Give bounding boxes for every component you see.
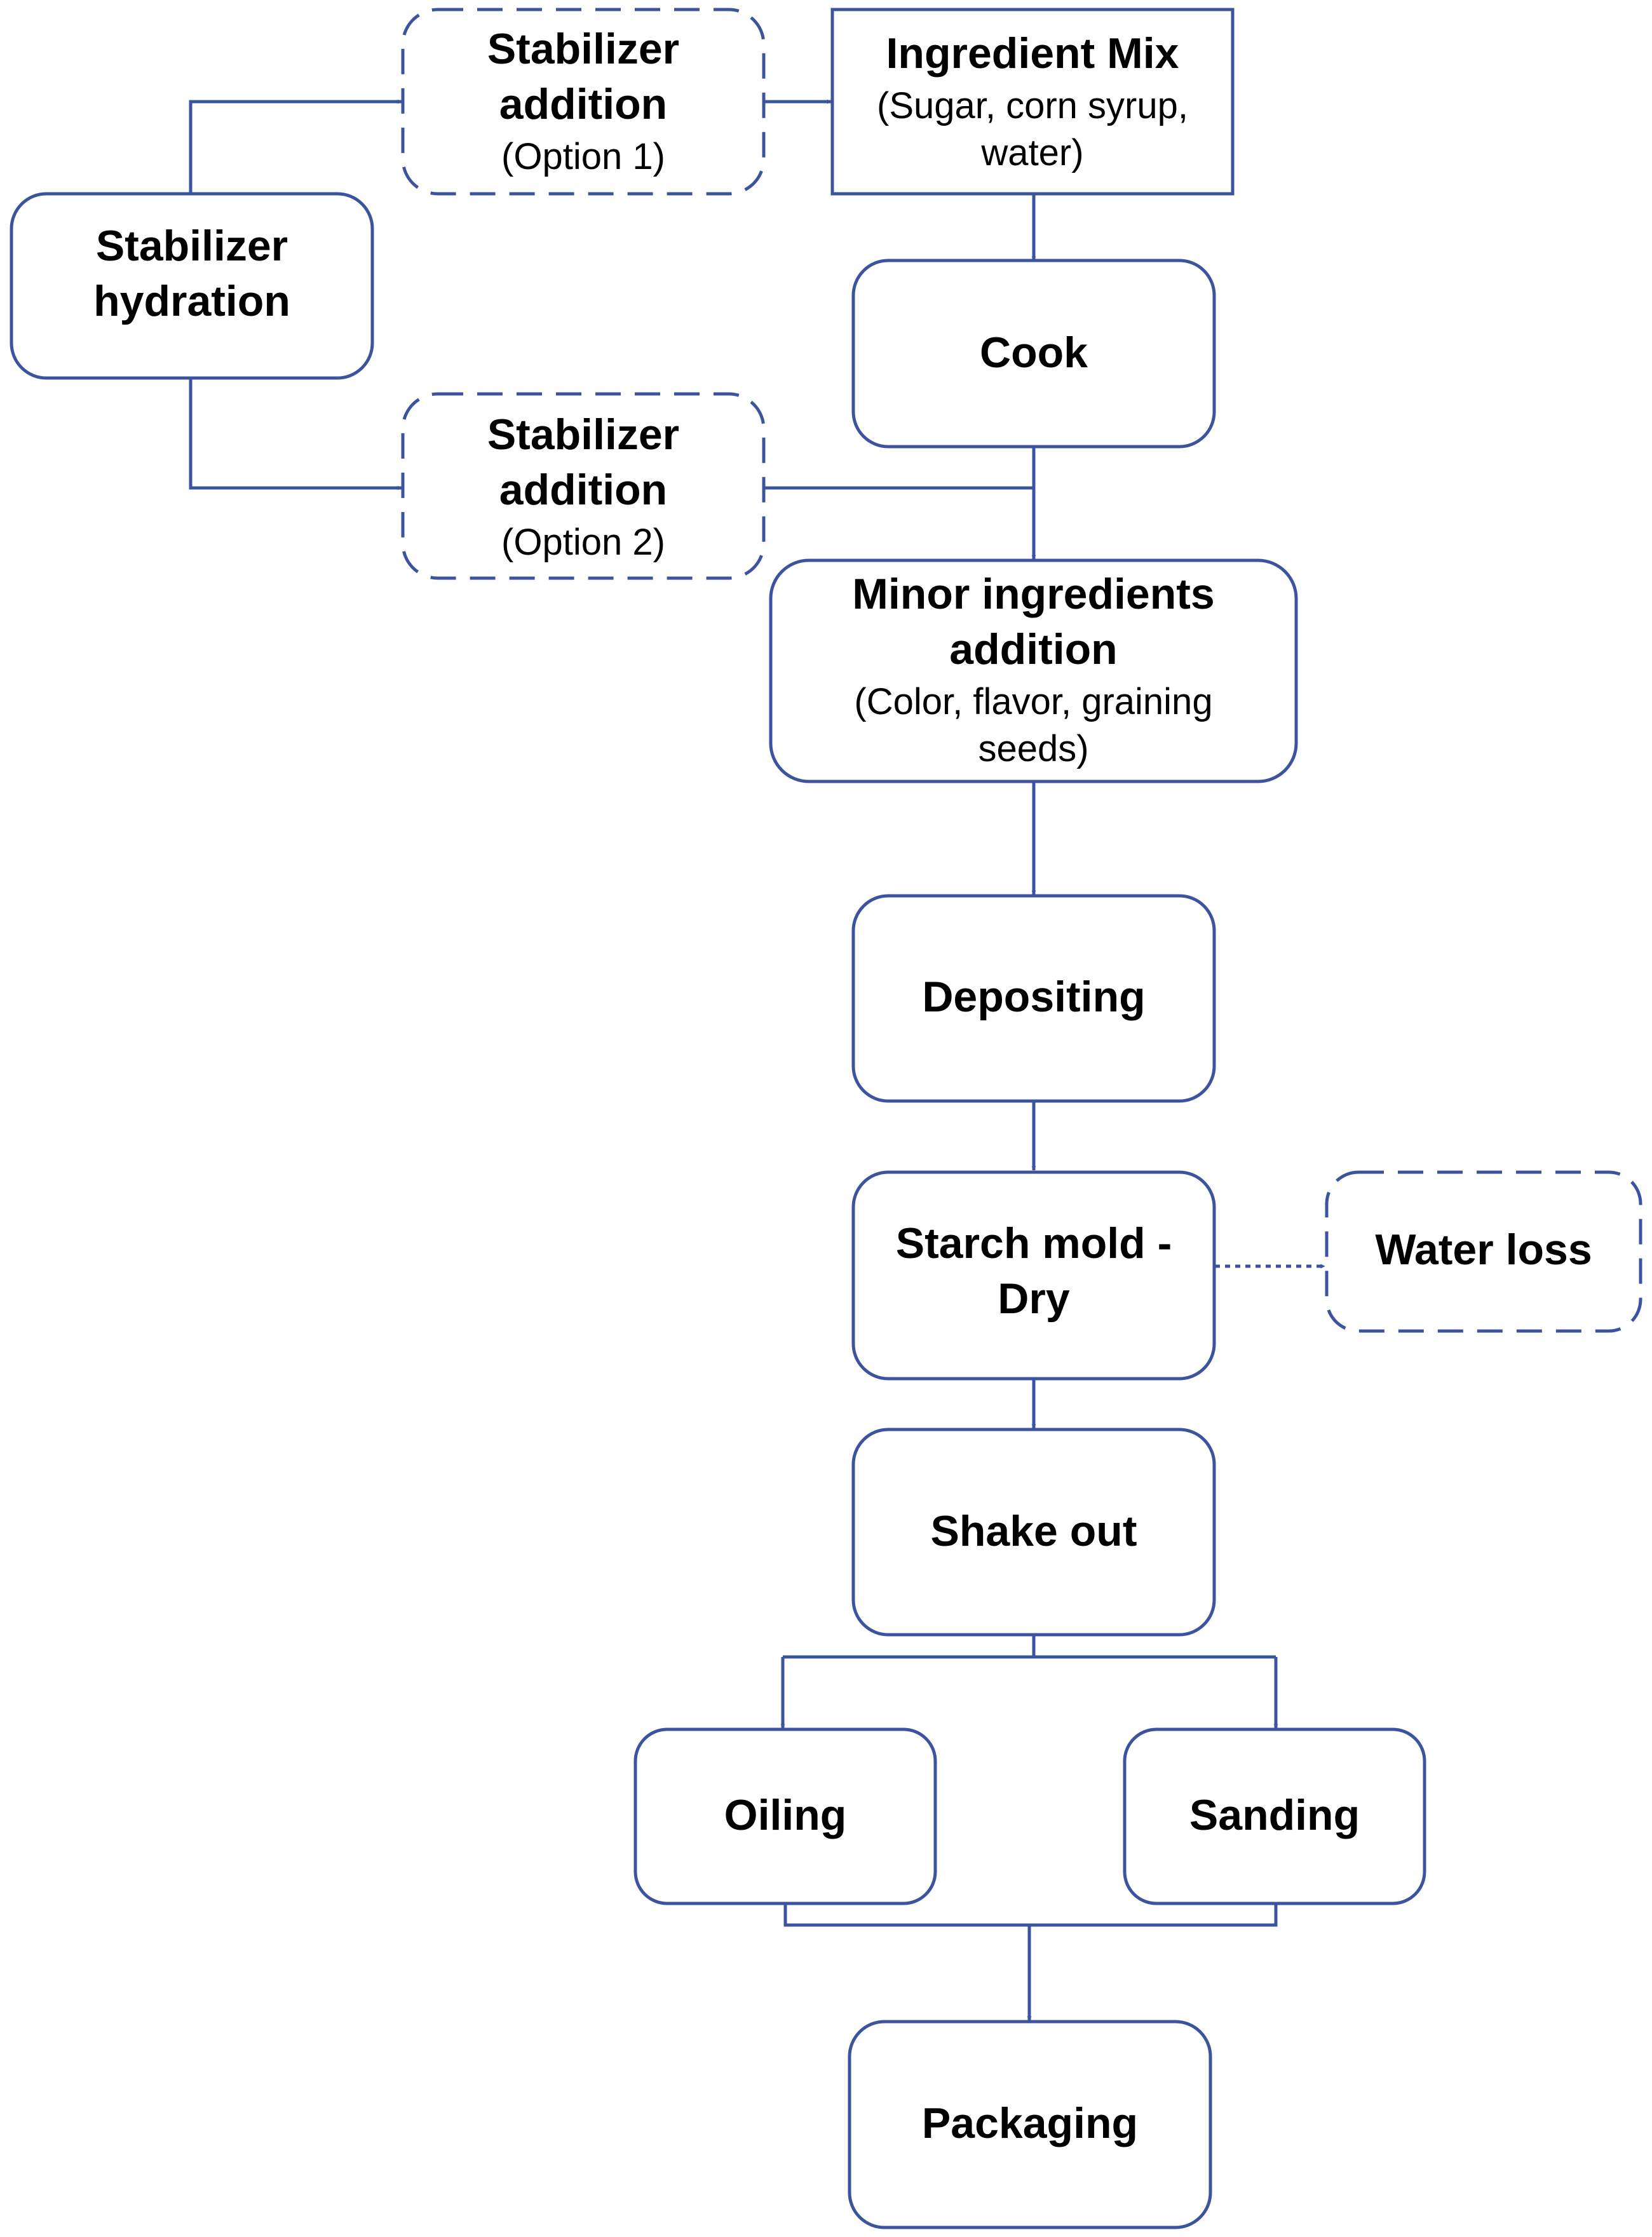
- node-shake-out: Shake out: [851, 1428, 1216, 1637]
- connector-hydration-to-option1: [189, 99, 402, 194]
- node-sanding-title-line: Sanding: [1189, 1791, 1360, 1839]
- node-water-loss-title-line: Water loss: [1375, 1226, 1592, 1274]
- node-depositing-title-line: Depositing: [922, 973, 1145, 1021]
- node-stabilizer-hydration-title-line: Stabilizer: [96, 222, 288, 270]
- node-ingredient-mix-title-line: Ingredient Mix: [886, 29, 1179, 78]
- node-minor-ingredients-addition-title-line: addition: [949, 625, 1117, 673]
- node-starch-mold-dry-title-line: Dry: [998, 1274, 1070, 1323]
- node-ingredient-mix-subtitle-line: (Sugar, corn syrup,: [877, 85, 1188, 126]
- node-packaging-box: [848, 2020, 1212, 2229]
- node-starch-mold-dry: Starch mold - Dry: [851, 1170, 1216, 1381]
- node-depositing: Depositing: [851, 894, 1216, 1103]
- node-depositing-box: [851, 894, 1216, 1103]
- node-stabilizer-addition-option-1-box: [401, 8, 766, 196]
- node-cook-title-line: Cook: [980, 328, 1088, 377]
- node-starch-mold-dry-box: [851, 1170, 1216, 1381]
- node-stabilizer-addition-option-1-title-line: addition: [499, 80, 667, 128]
- node-minor-ingredients-addition-title-line: Minor ingredients: [852, 570, 1214, 618]
- node-ingredient-mix-box: [830, 8, 1235, 196]
- node-packaging: Packaging: [848, 2020, 1212, 2229]
- node-water-loss-box: [1325, 1170, 1642, 1333]
- node-cook: Cook: [851, 259, 1216, 449]
- node-stabilizer-hydration-title-line: hydration: [93, 277, 290, 325]
- node-water-loss: Water loss: [1325, 1170, 1642, 1333]
- node-sanding-box: [1123, 1727, 1426, 1905]
- node-minor-ingredients-addition-box: [769, 558, 1298, 783]
- node-minor-ingredients-addition: Minor ingredients addition (Color, flavor,…: [769, 558, 1298, 783]
- node-packaging-title-line: Packaging: [922, 2099, 1138, 2147]
- node-stabilizer-addition-option-2: Stabilizer addition (Option 2): [401, 392, 766, 580]
- node-ingredient-mix: Ingredient Mix (Sugar, corn syrup, water): [830, 8, 1235, 196]
- node-stabilizer-addition-option-2-title-line: Stabilizer: [487, 410, 679, 459]
- node-starch-mold-dry-title-line: Starch mold -: [896, 1219, 1172, 1267]
- node-minor-ingredients-addition-subtitle-line: (Color, flavor, graining: [854, 681, 1212, 722]
- node-ingredient-mix-subtitle-line: water): [980, 132, 1083, 173]
- node-stabilizer-addition-option-2-title-line: addition: [499, 466, 667, 514]
- node-sanding: Sanding: [1123, 1727, 1426, 1905]
- node-oiling-box: [633, 1727, 937, 1905]
- node-shake-out-box: [851, 1428, 1216, 1637]
- node-stabilizer-hydration-box: [10, 192, 374, 380]
- node-stabilizer-addition-option-2-box: [401, 392, 766, 580]
- node-stabilizer-addition-option-1: Stabilizer addition (Option 1): [401, 8, 766, 196]
- node-shake-out-title-line: Shake out: [931, 1507, 1137, 1555]
- node-stabilizer-addition-option-1-title-line: Stabilizer: [487, 25, 679, 73]
- node-oiling: Oiling: [633, 1727, 937, 1905]
- connector-oiling-sanding-merge: [783, 1903, 1278, 2020]
- node-stabilizer-addition-option-2-subtitle-line: (Option 2): [501, 522, 665, 563]
- connector-shake-out-split: [783, 1635, 1276, 1659]
- node-cook-box: [851, 259, 1216, 449]
- node-stabilizer-addition-option-1-subtitle-line: (Option 1): [501, 136, 665, 177]
- node-minor-ingredients-addition-subtitle-line: seeds): [978, 728, 1088, 769]
- node-oiling-title-line: Oiling: [724, 1791, 847, 1839]
- node-stabilizer-hydration: Stabilizer hydration: [10, 192, 374, 380]
- connector-hydration-to-option2: [189, 378, 402, 490]
